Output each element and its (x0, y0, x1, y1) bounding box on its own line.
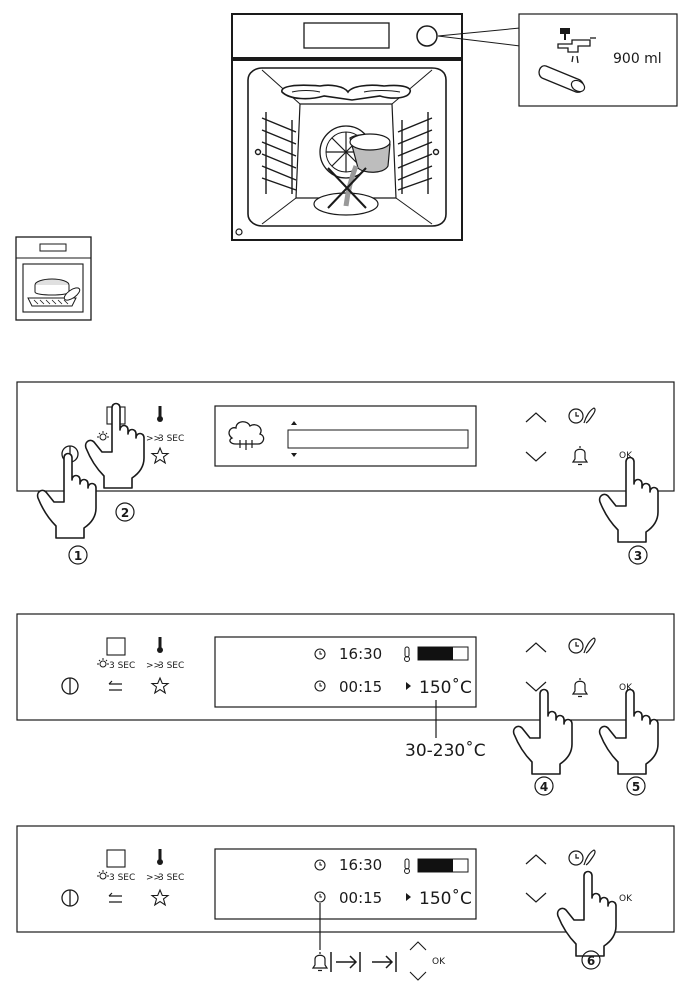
heat-up-bar-fill (418, 859, 453, 872)
down-arrow-button[interactable] (525, 892, 547, 903)
timer-value: 00:15 (339, 889, 382, 907)
ok-button[interactable]: OK (619, 451, 633, 461)
clock-icon (314, 859, 326, 871)
svg-text:4: 4 (540, 780, 548, 794)
steam-duration-label: 3 SEC (109, 661, 135, 671)
selection-marker-icon (406, 682, 411, 690)
heat-thermometer-icon (404, 858, 410, 874)
step-number-4: 4 (534, 776, 554, 796)
ok-button[interactable]: OK (619, 894, 633, 904)
step-number-6: 6 (581, 950, 601, 970)
control-panel-step-2: 3 SEC >> 3 SEC 16:30 00:15 150˚C OK (16, 613, 675, 721)
svg-text:5: 5 (632, 780, 640, 794)
steam-button[interactable] (106, 849, 126, 868)
water-tap-icon (557, 28, 596, 64)
bell-icon (312, 951, 328, 972)
step-number-2: 2 (115, 502, 135, 522)
temperature-value: 150˚C (419, 888, 472, 909)
fast-heat-duration-label: 3 SEC (158, 434, 184, 444)
heat-up-bar-fill (418, 647, 453, 660)
clock-time: 16:30 (339, 645, 382, 663)
cup-icon (538, 65, 586, 93)
timer-options-legend: OK (312, 941, 446, 981)
svg-text:>>: >> (146, 434, 161, 444)
svg-text:2: 2 (121, 506, 129, 520)
clock-time: 16:30 (339, 856, 382, 874)
scroll-down-indicator (291, 453, 297, 457)
end-time-arrow-icon (372, 952, 397, 972)
down-arrow-button[interactable] (525, 681, 547, 692)
svg-text:>>: >> (146, 873, 161, 883)
svg-text:>>: >> (146, 661, 161, 671)
control-panel-step-3: 3 SEC >> 3 SEC 16:30 00:15 150˚C OK (16, 825, 675, 933)
oven-illustration (231, 13, 521, 241)
heat-thermometer-icon (404, 646, 410, 662)
steam-cooking-icon (228, 421, 265, 450)
step-number-1: 1 (68, 545, 88, 565)
up-arrow-icon (409, 941, 427, 951)
step-number-3: 3 (628, 545, 648, 565)
water-volume: 900 ml (613, 51, 662, 67)
steam-button[interactable] (106, 637, 126, 656)
ok-button[interactable]: OK (619, 683, 633, 693)
up-arrow-button[interactable] (525, 854, 547, 865)
fast-heat-duration-label: 3 SEC (158, 661, 184, 671)
down-arrow-icon (409, 971, 427, 981)
selection-marker-icon (406, 893, 411, 901)
timer-value: 00:15 (339, 678, 382, 696)
up-arrow-button[interactable] (525, 642, 547, 653)
svg-text:1: 1 (74, 549, 82, 563)
step-number-5: 5 (626, 776, 646, 796)
function-name-field (287, 429, 469, 449)
temperature-value: 150˚C (419, 677, 472, 698)
down-arrow-button[interactable] (525, 451, 547, 462)
end-action-arrow-icon (330, 952, 361, 972)
svg-text:6: 6 (587, 954, 595, 968)
timer-icon (314, 680, 326, 692)
svg-text:3: 3 (634, 549, 642, 563)
ok-label: OK (432, 957, 446, 967)
up-arrow-button[interactable] (525, 412, 547, 423)
water-callout: 900 ml (518, 13, 678, 107)
oven-with-tray-icon (15, 236, 92, 321)
timer-icon (314, 891, 326, 903)
fast-heat-duration-label: 3 SEC (158, 873, 184, 883)
clock-icon (314, 648, 326, 660)
scroll-up-indicator (291, 421, 297, 425)
temperature-range-label: 30-230˚C (405, 740, 486, 761)
steam-duration-label: 3 SEC (109, 873, 135, 883)
